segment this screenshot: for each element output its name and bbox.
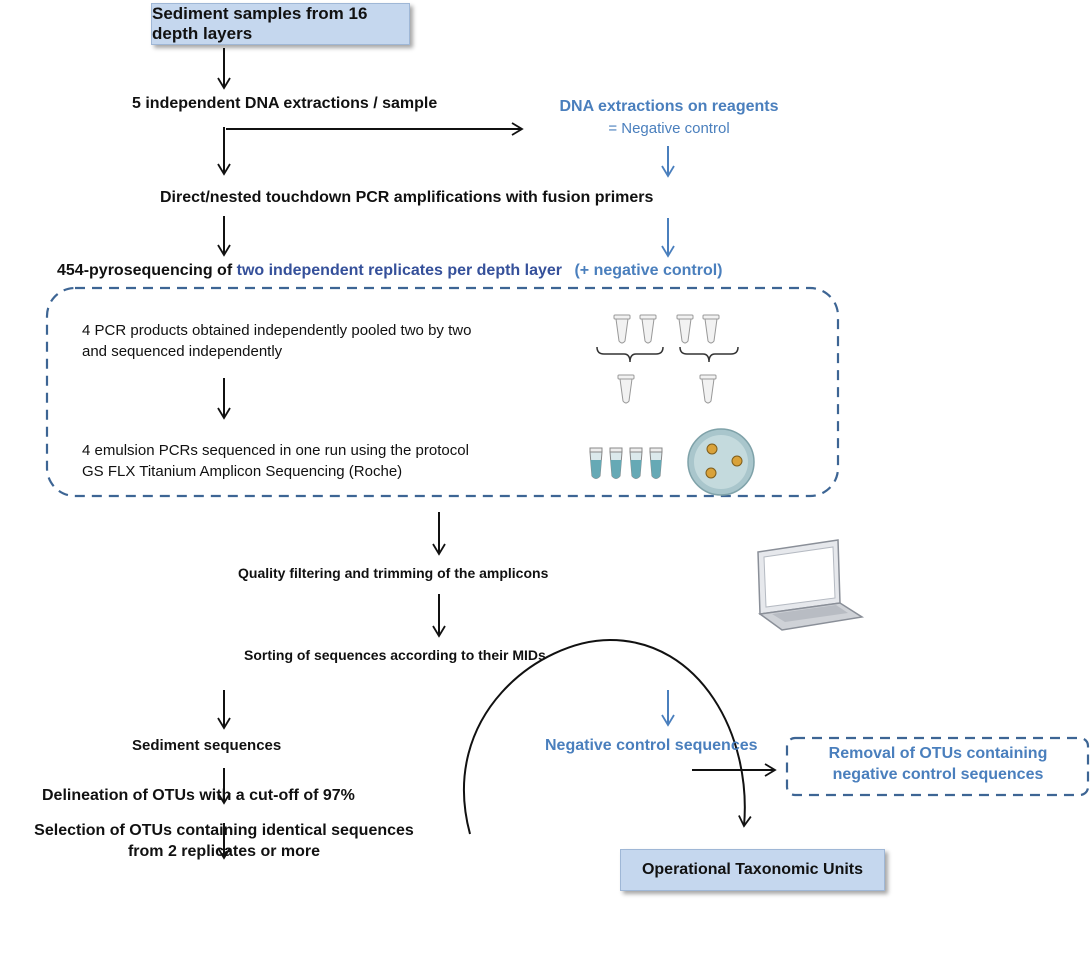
pyro-control: (+ negative control)	[574, 262, 723, 279]
bottom-box-label: Operational Taxonomic Units	[641, 861, 864, 878]
removal-box: Removal of OTUs containing negative cont…	[788, 743, 1088, 785]
bottom-box: Operational Taxonomic Units	[620, 849, 885, 891]
step-pcr: Direct/nested touchdown PCR amplificatio…	[160, 189, 654, 206]
removal-line-2: negative control sequences	[832, 766, 1044, 783]
pooling-brackets	[596, 346, 739, 363]
removal-line-1: Removal of OTUs containing	[828, 745, 1048, 762]
top-box: Sediment samples from 16 depth layers	[151, 3, 410, 45]
negative-sequences: Negative control sequences	[545, 737, 758, 754]
sediment-sequences: Sediment sequences	[132, 737, 282, 754]
selection-line-1: Selection of OTUs containing identical s…	[34, 822, 414, 839]
emulsion-line-2: GS FLX Titanium Amplicon Sequencing (Roc…	[82, 463, 403, 480]
step-quality: Quality filtering and trimming of the am…	[238, 565, 549, 581]
step-extractions: 5 independent DNA extractions / sample	[132, 95, 438, 112]
emulsion-tube-icon	[589, 447, 663, 479]
top-box-label: Sediment samples from 16 depth layers	[152, 4, 368, 43]
pcr-tube-icon	[613, 314, 720, 404]
step-sorting: Sorting of sequences according to their …	[244, 647, 546, 663]
dashed-box-text-bottom: 4 emulsion PCRs sequenced in one run usi…	[82, 440, 469, 482]
pyro-heading: 454-pyrosequencing of two independent re…	[57, 262, 723, 280]
control-extractions-title: DNA extractions on reagents	[559, 98, 779, 115]
pooling-line-2: and sequenced independently	[82, 343, 283, 360]
dashed-box-text-top: 4 PCR products obtained independently po…	[82, 320, 471, 362]
delineation: Delineation of OTUs with a cut-off of 97…	[42, 787, 355, 804]
pyro-prefix: 454-pyrosequencing of	[57, 262, 233, 279]
removal-box-frame	[785, 736, 1090, 797]
dashed-box-frame	[45, 286, 840, 498]
selection: Selection of OTUs containing identical s…	[6, 820, 442, 862]
control-extractions-subtitle: = Negative control	[608, 120, 730, 137]
picotiter-plate-icon	[687, 428, 755, 496]
curved-arrow	[463, 638, 752, 835]
emulsion-line-1: 4 emulsion PCRs sequenced in one run usi…	[82, 442, 469, 459]
selection-line-2: from 2 replicates or more	[127, 843, 321, 860]
pyro-highlight: two independent replicates per depth lay…	[236, 262, 563, 279]
laptop-icon	[757, 539, 865, 631]
pooling-line-1: 4 PCR products obtained independently po…	[82, 322, 472, 339]
